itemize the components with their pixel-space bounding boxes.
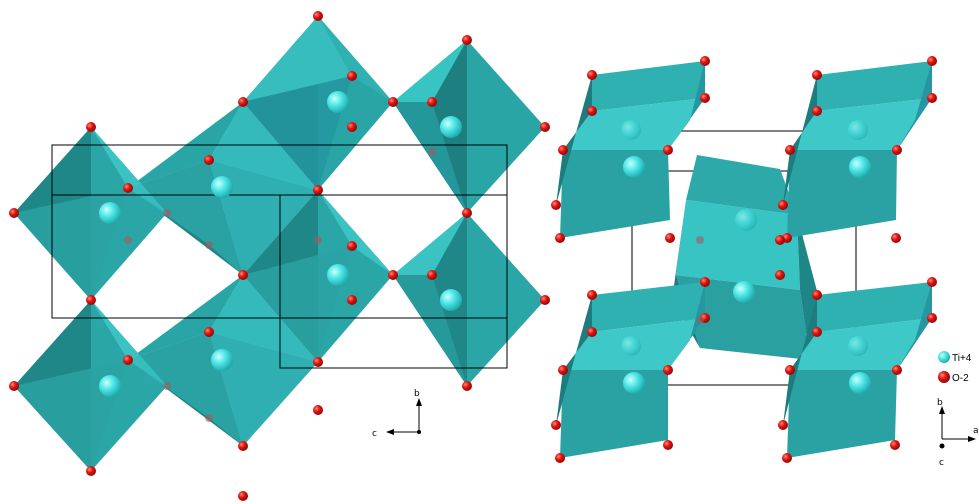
axes-indicator-left: b c: [372, 389, 422, 439]
octahedron: [14, 127, 167, 300]
axis-label-c: c: [372, 429, 377, 439]
octahedron: [393, 213, 545, 386]
legend: Ti+4 O-2: [938, 351, 972, 384]
octahedron: [672, 155, 822, 360]
titanium-ions: [99, 91, 462, 397]
octahedron: [783, 61, 932, 238]
axis-label-a: a: [973, 426, 979, 436]
unit-cell: [51, 144, 508, 369]
octahedron: [243, 16, 393, 190]
titanium-ions: [621, 120, 871, 394]
axis-label-c: c: [939, 458, 944, 468]
octahedron: [783, 282, 932, 458]
octahedron: [393, 40, 545, 213]
axes-indicator-right: b a c: [937, 398, 979, 468]
oxygen-ions: [9, 11, 550, 501]
left-structure-view: b c: [9, 11, 550, 501]
legend-label-ti: Ti+4: [952, 353, 972, 364]
axis-label-b: b: [414, 389, 420, 399]
octahedron: [556, 61, 705, 238]
axis-label-b: b: [937, 398, 943, 408]
right-structure-view: b a c Ti+4 O-2: [551, 56, 979, 468]
legend-label-o: O-2: [952, 373, 969, 384]
legend-swatch-o: [938, 371, 950, 383]
oxygen-ions: [551, 56, 937, 463]
octahedron: [556, 282, 705, 458]
legend-swatch-ti: [938, 351, 950, 363]
octahedron: [14, 300, 167, 471]
